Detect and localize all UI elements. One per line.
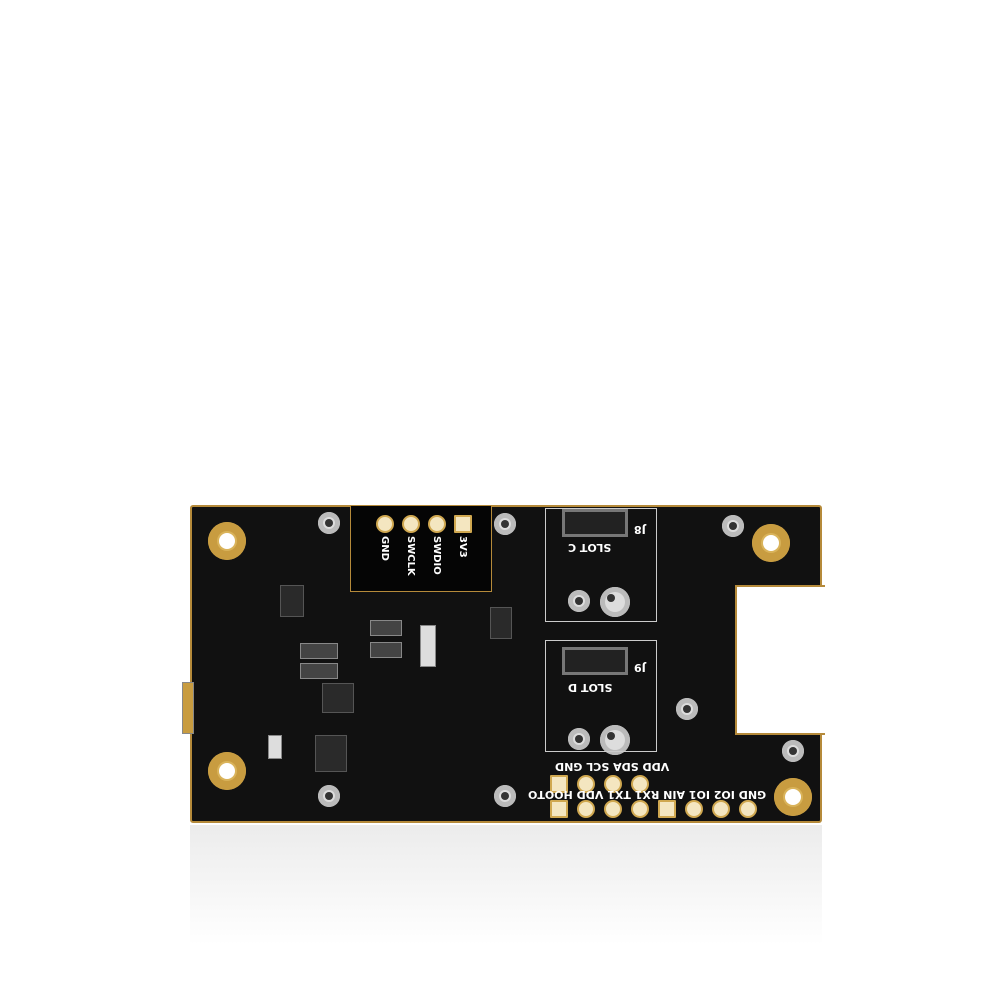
pin-pad [685,800,703,818]
label-swclk: SWCLK [405,536,416,576]
diode [370,642,402,658]
standoff [600,725,630,755]
pin-pad [658,800,676,818]
standoff [318,785,340,807]
usb-edge-connector [182,682,194,734]
resistor [420,625,436,667]
pin-label: IO1 [688,788,710,801]
pin-label: GND [738,788,767,801]
diode [300,663,338,679]
pin-label: VDD [576,788,604,801]
label-swdio: SWDIO [431,536,442,575]
pad [376,515,394,533]
board-reflection [190,825,822,945]
board-connector [562,509,628,537]
standoff [722,515,744,537]
swd-header-area: GND SWCLK SWDIO 3V3 [350,505,492,592]
ic-chip [315,735,347,772]
standoff [676,698,698,720]
pin-label: SDA [613,760,639,773]
pcb-board [190,505,822,823]
ic-chip [280,585,304,617]
resistor [268,735,282,759]
standoff [568,728,590,750]
standoff [494,785,516,807]
slot-label: SLOT D [568,681,613,694]
pin-label: TX1 [607,788,631,801]
label-gnd: GND [379,536,390,561]
pin-pad [577,775,595,793]
pad [402,515,420,533]
slot-ref: J8 [634,523,646,536]
pin-label: SCL [586,760,610,773]
board-notch [735,585,825,735]
pin-pad [631,775,649,793]
ic-chip [490,607,512,639]
slot-ref: J9 [634,661,646,674]
slot-d: SLOT D J9 [545,640,657,752]
pin-pad [577,800,595,818]
pin-label: VDD [642,760,670,773]
board-connector [562,647,628,675]
standoff [782,740,804,762]
pad [428,515,446,533]
standoff [318,512,340,534]
standoff [568,590,590,612]
mounting-hole [752,524,790,562]
mounting-hole [208,752,246,790]
standoff [494,513,516,535]
pin-pad [631,800,649,818]
diode [300,643,338,659]
pin-pad [712,800,730,818]
label-top-row: VDD SDA SCL GND [555,760,669,773]
pin-pad [739,800,757,818]
standoff [600,587,630,617]
pin-pad [550,800,568,818]
label-3v3: 3V3 [457,536,468,558]
mounting-hole [774,778,812,816]
slot-c: SLOT C J8 [545,508,657,622]
slot-label: SLOT C [568,541,612,554]
mounting-hole [208,522,246,560]
pin-pad [604,775,622,793]
pin-pad [550,775,568,793]
ic-chip [322,683,354,713]
diode [370,620,402,636]
pin-label: IO2 [713,788,735,801]
pad [454,515,472,533]
pin-label: GND [555,760,583,773]
pin-pad [604,800,622,818]
